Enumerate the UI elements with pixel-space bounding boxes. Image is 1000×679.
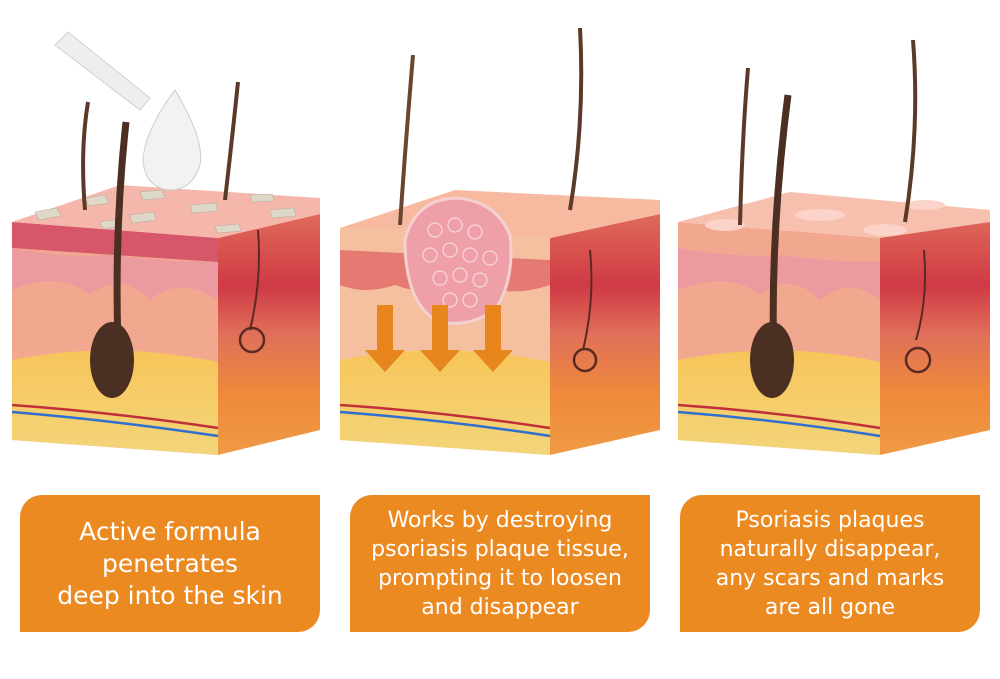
skin-plaque-illustration <box>339 27 660 455</box>
illustration-step-3 <box>670 0 1000 470</box>
down-arrow-icons <box>365 305 513 372</box>
illustration-step-2 <box>335 0 665 470</box>
illustration-step-1 <box>0 0 330 470</box>
caption-step-3-text: Psoriasis plaques naturally disappear, a… <box>715 507 945 620</box>
caption-step-1: Active formula penetrates deep into the … <box>20 495 320 632</box>
caption-step-2: Works by destroying psoriasis plaque tis… <box>350 495 650 632</box>
healthy-skin-illustration <box>677 39 990 455</box>
caption-step-3: Psoriasis plaques naturally disappear, a… <box>680 495 980 632</box>
caption-step-1-text: Active formula penetrates deep into the … <box>57 516 283 610</box>
skin-dropper-illustration <box>11 31 320 455</box>
caption-step-2-text: Works by destroying psoriasis plaque tis… <box>371 507 629 620</box>
